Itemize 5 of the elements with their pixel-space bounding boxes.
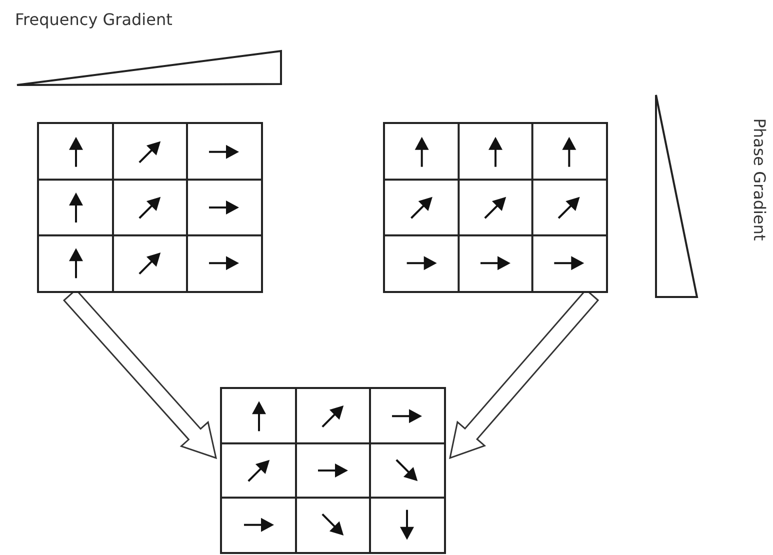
- vector-grid: [383, 122, 608, 293]
- vector-grid: [220, 387, 446, 554]
- vector-grid: [37, 122, 263, 293]
- gradient-title: Frequency Gradient: [15, 10, 172, 29]
- gradient-title: Phase Gradient: [750, 118, 769, 241]
